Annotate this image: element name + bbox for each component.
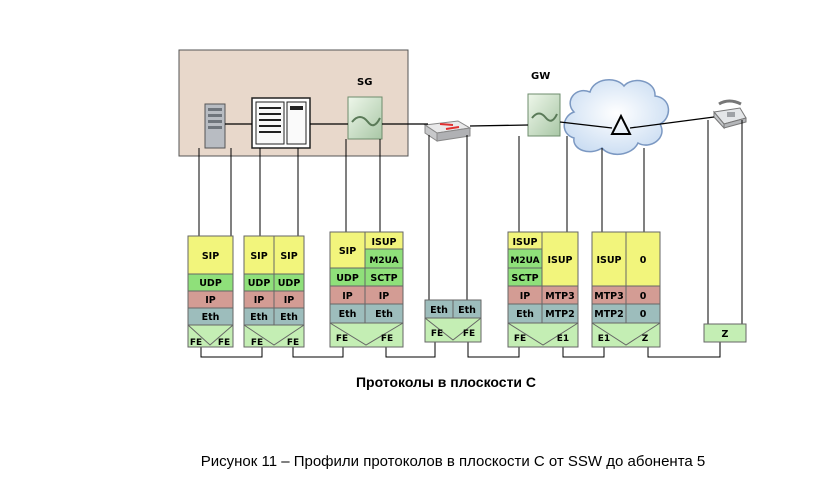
s2-udp-left: UDP xyxy=(248,278,271,289)
s5-e1: E1 xyxy=(557,334,569,344)
stack-7 xyxy=(703,323,747,343)
s6-mtp3: MTP3 xyxy=(594,291,624,302)
s4-eth-right: Eth xyxy=(458,305,476,316)
s3-sctp: SCTP xyxy=(370,273,397,284)
s1-udp: UDP xyxy=(199,278,222,289)
pstn-cloud-icon xyxy=(563,79,670,155)
bottom-connectors xyxy=(200,342,721,358)
s2-sip-right: SIP xyxy=(280,251,297,262)
server-icon xyxy=(204,103,226,149)
stack-5 xyxy=(507,231,579,348)
s6-isup: ISUP xyxy=(596,255,621,266)
s5-eth: Eth xyxy=(516,309,534,320)
gw-gateway-icon xyxy=(527,93,561,137)
s5-ip: IP xyxy=(520,291,531,302)
s3-eth-left: Eth xyxy=(339,309,357,320)
s2-udp-right: UDP xyxy=(278,278,301,289)
s3-fe-left: FE xyxy=(336,334,348,344)
s1-fe-left: FE xyxy=(190,338,202,348)
s1-fe-right: FE xyxy=(218,338,230,348)
s5-fe: FE xyxy=(514,334,526,344)
exchange-triangle-icon xyxy=(610,113,632,135)
s2-fe-left: FE xyxy=(251,338,263,348)
s6-zero-3: 0 xyxy=(640,309,647,320)
s1-ip: IP xyxy=(205,295,216,306)
s1-sip: SIP xyxy=(202,251,219,262)
vertical-connectors xyxy=(198,120,743,324)
diagram-title: Протоколы в плоскости С xyxy=(356,374,536,390)
s5-isup-right: ISUP xyxy=(547,255,572,266)
s5-isup-left: ISUP xyxy=(512,237,537,248)
s3-ip-right: IP xyxy=(379,291,390,302)
telephone-icon xyxy=(713,99,747,130)
s5-sctp: SCTP xyxy=(511,273,538,284)
s6-zero-1: 0 xyxy=(640,255,647,266)
s2-ip-right: IP xyxy=(284,295,295,306)
s1-eth: Eth xyxy=(202,312,220,323)
s2-ip-left: IP xyxy=(254,295,265,306)
s5-mtp3: MTP3 xyxy=(545,291,575,302)
gw-label: GW xyxy=(531,71,550,82)
stack-1 xyxy=(187,235,234,348)
s7-z: Z xyxy=(722,329,729,340)
s4-eth-left: Eth xyxy=(430,305,448,316)
softswitch-icon xyxy=(251,97,311,149)
s2-fe-right: FE xyxy=(287,338,299,348)
network-links xyxy=(225,116,715,129)
s3-fe-right: FE xyxy=(381,334,393,344)
switch-icon xyxy=(423,120,472,142)
s6-e1: E1 xyxy=(598,334,610,344)
s6-mtp2: MTP2 xyxy=(594,309,624,320)
s3-udp: UDP xyxy=(336,273,359,284)
stack-3 xyxy=(329,231,404,348)
s2-sip-left: SIP xyxy=(250,251,267,262)
s4-fe-left: FE xyxy=(431,329,443,339)
s3-ip-left: IP xyxy=(342,291,353,302)
sg-label: SG xyxy=(357,77,372,88)
s2-eth-left: Eth xyxy=(250,312,268,323)
s3-eth-right: Eth xyxy=(375,309,393,320)
s5-m2ua: M2UA xyxy=(510,256,539,266)
s6-zero-2: 0 xyxy=(640,291,647,302)
stack-4 xyxy=(424,299,482,343)
s4-fe-right: FE xyxy=(463,329,475,339)
s2-eth-right: Eth xyxy=(280,312,298,323)
s6-z: Z xyxy=(642,334,649,344)
s3-m2ua: M2UA xyxy=(369,256,398,266)
stack-6 xyxy=(591,231,661,348)
sg-gateway-icon xyxy=(347,96,383,140)
s3-sip: SIP xyxy=(339,246,356,257)
figure-caption: Рисунок 11 – Профили протоколов в плоско… xyxy=(201,453,706,470)
s5-mtp2: MTP2 xyxy=(545,309,575,320)
stack-2 xyxy=(243,235,305,348)
s3-isup: ISUP xyxy=(371,237,396,248)
